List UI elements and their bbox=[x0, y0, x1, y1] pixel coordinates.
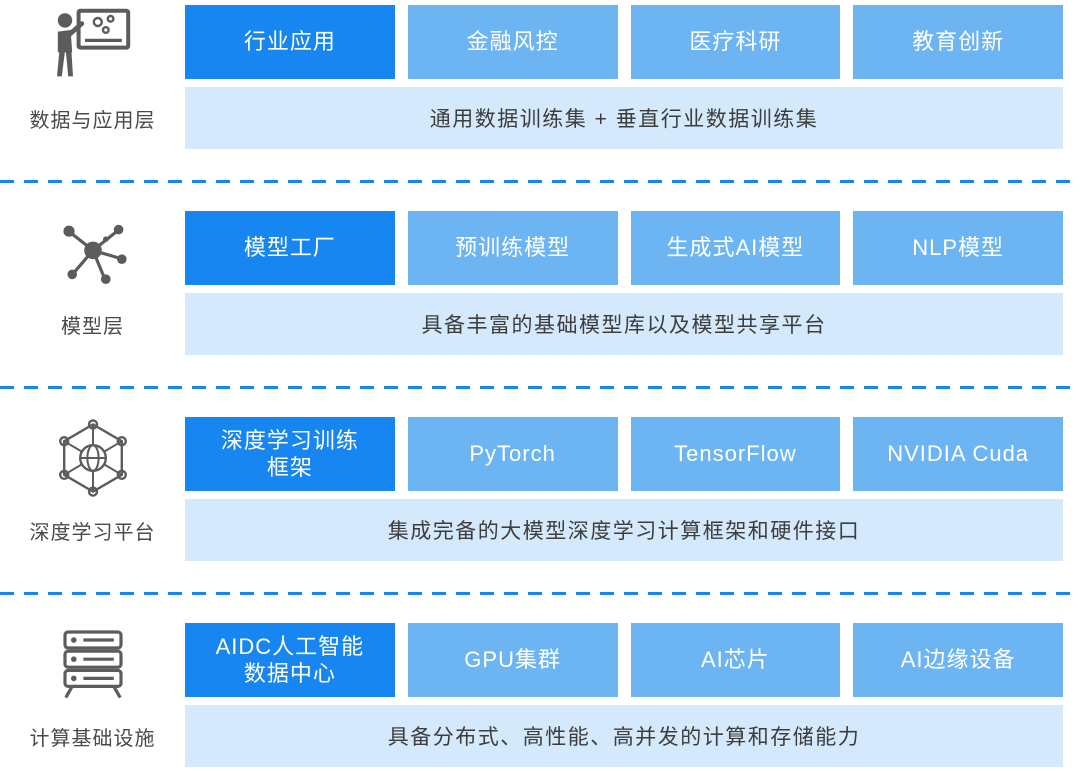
box-model-factory: 模型工厂 bbox=[185, 211, 395, 285]
box-education-innovation: 教育创新 bbox=[853, 5, 1063, 79]
layer3-boxes: 深度学习训练 框架 PyTorch TensorFlow NVIDIA Cuda bbox=[185, 417, 1063, 491]
box-nlp-models: NLP模型 bbox=[853, 211, 1063, 285]
layer-label-data-application: 数据与应用层 bbox=[29, 109, 156, 132]
layer-deep-learning-platform: 深度学习平台 深度学习训练 框架 PyTorch TensorFlow NVID… bbox=[0, 417, 1080, 561]
layer-computing-infrastructure: 计算基础设施 AIDC人工智能 数据中心 GPU集群 AI芯片 AI边缘设备 具… bbox=[0, 623, 1080, 767]
box-medical-research: 医疗科研 bbox=[630, 5, 841, 79]
layer3-left: 深度学习平台 bbox=[0, 417, 185, 561]
box-pytorch: PyTorch bbox=[407, 417, 618, 491]
box-generative-ai-models: 生成式AI模型 bbox=[630, 211, 841, 285]
server-rack-icon bbox=[51, 623, 135, 705]
layer-label-model: 模型层 bbox=[61, 315, 124, 338]
layer1-left: 数据与应用层 bbox=[0, 5, 185, 149]
box-gpu-cluster: GPU集群 bbox=[407, 623, 618, 697]
layer-label-deep-learning-platform: 深度学习平台 bbox=[29, 521, 156, 544]
box-ai-chip: AI芯片 bbox=[630, 623, 841, 697]
presenter-board-icon bbox=[51, 5, 135, 87]
box-aidc-data-center: AIDC人工智能 数据中心 bbox=[185, 623, 395, 697]
layer2-banner: 具备丰富的基础模型库以及模型共享平台 bbox=[185, 293, 1063, 355]
layer1-content: 行业应用 金融风控 医疗科研 教育创新 通用数据训练集 + 垂直行业数据训练集 bbox=[185, 5, 1063, 149]
layer4-content: AIDC人工智能 数据中心 GPU集群 AI芯片 AI边缘设备 具备分布式、高性… bbox=[185, 623, 1063, 767]
box-tensorflow: TensorFlow bbox=[630, 417, 841, 491]
globe-network-icon bbox=[51, 417, 135, 499]
layer4-left: 计算基础设施 bbox=[0, 623, 185, 767]
layer2-content: 模型工厂 预训练模型 生成式AI模型 NLP模型 具备丰富的基础模型库以及模型共… bbox=[185, 211, 1063, 355]
molecule-network-icon bbox=[51, 211, 135, 293]
layer4-banner: 具备分布式、高性能、高并发的计算和存储能力 bbox=[185, 705, 1063, 767]
layer2-left: 模型层 bbox=[0, 211, 185, 355]
box-ai-edge-device: AI边缘设备 bbox=[853, 623, 1063, 697]
dashed-separator-3 bbox=[0, 592, 1080, 595]
dashed-separator-1 bbox=[0, 180, 1080, 183]
layer3-content: 深度学习训练 框架 PyTorch TensorFlow NVIDIA Cuda… bbox=[185, 417, 1063, 561]
layer-data-application: 数据与应用层 行业应用 金融风控 医疗科研 教育创新 通用数据训练集 + 垂直行… bbox=[0, 5, 1080, 149]
layer4-boxes: AIDC人工智能 数据中心 GPU集群 AI芯片 AI边缘设备 bbox=[185, 623, 1063, 697]
box-nvidia-cuda: NVIDIA Cuda bbox=[853, 417, 1063, 491]
layer1-banner: 通用数据训练集 + 垂直行业数据训练集 bbox=[185, 87, 1063, 149]
layer2-boxes: 模型工厂 预训练模型 生成式AI模型 NLP模型 bbox=[185, 211, 1063, 285]
layer-label-computing-infrastructure: 计算基础设施 bbox=[29, 727, 156, 750]
box-pretrained-models: 预训练模型 bbox=[407, 211, 618, 285]
dashed-separator-2 bbox=[0, 386, 1080, 389]
box-finance-risk-control: 金融风控 bbox=[407, 5, 618, 79]
box-industry-application: 行业应用 bbox=[185, 5, 395, 79]
layer-model: 模型层 模型工厂 预训练模型 生成式AI模型 NLP模型 具备丰富的基础模型库以… bbox=[0, 211, 1080, 355]
layer1-boxes: 行业应用 金融风控 医疗科研 教育创新 bbox=[185, 5, 1063, 79]
box-dl-training-framework: 深度学习训练 框架 bbox=[185, 417, 395, 491]
layer3-banner: 集成完备的大模型深度学习计算框架和硬件接口 bbox=[185, 499, 1063, 561]
